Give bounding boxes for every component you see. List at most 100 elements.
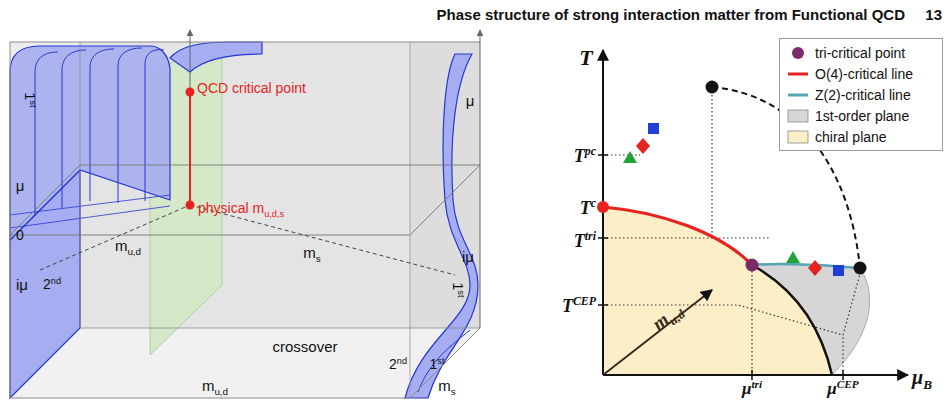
label-superscript: st bbox=[437, 356, 444, 366]
label-base: 2 bbox=[389, 356, 397, 372]
axis-label: mu,d bbox=[115, 238, 141, 257]
legend-line-sample bbox=[788, 72, 808, 75]
tricritical-point bbox=[746, 259, 759, 272]
diamond-marker bbox=[636, 138, 650, 154]
label-subscript: u,d bbox=[214, 386, 228, 397]
label-base: 1 bbox=[22, 93, 38, 101]
guide-dotted bbox=[751, 271, 752, 375]
axis-label: ms bbox=[438, 378, 455, 397]
axis-label: 0 bbox=[16, 228, 24, 242]
axis-tick bbox=[598, 155, 843, 380]
cube-edge bbox=[10, 42, 480, 43]
legend-entry: tri-critical point bbox=[780, 42, 942, 63]
label-base: μ bbox=[827, 379, 836, 398]
label-superscript: CEP bbox=[573, 294, 596, 308]
first-order-plane bbox=[752, 264, 870, 375]
tick-label: μtri bbox=[742, 379, 762, 398]
physical-point bbox=[186, 201, 195, 210]
running-header: Phase structure of strong interaction ma… bbox=[437, 7, 905, 22]
label-subscript: u,d,s bbox=[264, 209, 284, 219]
square-marker bbox=[833, 265, 844, 276]
first-order-line bbox=[752, 265, 832, 375]
surface-line bbox=[10, 206, 170, 228]
label-base: m bbox=[115, 237, 128, 254]
tick-label: TCEP bbox=[562, 296, 596, 315]
label-superscript: nd bbox=[51, 276, 61, 286]
label-base: μ bbox=[742, 379, 751, 398]
critical-line bbox=[189, 92, 191, 205]
legend-text: 1st-order plane bbox=[815, 108, 909, 124]
label-superscript: tri bbox=[585, 229, 596, 243]
tick-label: Tpc bbox=[574, 146, 596, 165]
legend-box: tri-critical pointO(4)-critical lineZ(2)… bbox=[779, 38, 943, 151]
label-superscript: st bbox=[456, 290, 466, 297]
legend-text: O(4)-critical line bbox=[815, 66, 913, 82]
surface-slice bbox=[35, 52, 58, 216]
critical-end-point bbox=[854, 262, 867, 275]
tick-label: Tc bbox=[580, 198, 596, 217]
legend-text: Z(2)-critical line bbox=[815, 87, 911, 103]
legend-color-swatch bbox=[788, 110, 808, 122]
mu-axis bbox=[480, 30, 481, 328]
mass-guide-line bbox=[40, 205, 190, 270]
label-base: T bbox=[580, 198, 591, 218]
axis-label: μB bbox=[912, 367, 932, 391]
legend-text: chiral plane bbox=[815, 129, 887, 145]
cube-edge bbox=[410, 42, 411, 398]
label-subscript: s bbox=[316, 253, 321, 264]
label-base: m bbox=[438, 377, 451, 394]
mu-axis bbox=[190, 30, 191, 92]
chemical-potential-axis bbox=[603, 374, 908, 376]
diamond-marker bbox=[808, 260, 822, 276]
tick-label: Ttri bbox=[574, 231, 596, 250]
label-base: 2 bbox=[43, 276, 51, 292]
legend-entry: 1st-order plane bbox=[780, 105, 942, 126]
label-base: T bbox=[574, 231, 585, 251]
critical-point bbox=[186, 88, 195, 97]
legend-entry: Z(2)-critical line bbox=[780, 84, 942, 105]
critical-temperature-point bbox=[597, 201, 609, 213]
zero-mu-plane bbox=[10, 165, 480, 235]
label-subscript: s bbox=[451, 386, 456, 397]
label-subscript: B bbox=[923, 377, 932, 392]
triangle-marker bbox=[623, 151, 637, 163]
triangle-marker bbox=[786, 251, 800, 263]
axis-label: μ bbox=[466, 93, 475, 108]
phase-label: 1st bbox=[23, 93, 38, 108]
legend-swatch bbox=[786, 129, 810, 145]
phase-label: 1st bbox=[451, 283, 466, 298]
surface-line bbox=[10, 195, 170, 215]
legend-swatch bbox=[786, 66, 810, 82]
legend-entry: chiral plane bbox=[780, 126, 942, 147]
label-base: 1 bbox=[450, 283, 466, 291]
legend-color-swatch bbox=[788, 131, 808, 143]
legend-line-sample bbox=[788, 93, 808, 96]
surface-slice bbox=[118, 48, 142, 203]
legend-entry: O(4)-critical line bbox=[780, 63, 942, 84]
legend-text: tri-critical point bbox=[815, 45, 905, 61]
guide-dotted bbox=[603, 154, 640, 155]
label-base: μ bbox=[912, 366, 923, 388]
axis-label: mu,d bbox=[202, 378, 228, 397]
cube-edge bbox=[80, 42, 480, 328]
label-base: T bbox=[562, 296, 573, 316]
legend-point-sample bbox=[792, 47, 804, 59]
label-superscript: c bbox=[591, 196, 596, 210]
guide-dotted bbox=[603, 305, 843, 335]
phase-label: 2nd bbox=[389, 357, 407, 372]
label-base: T bbox=[574, 146, 585, 166]
legend-swatch bbox=[786, 45, 810, 61]
label-base: 1 bbox=[430, 356, 438, 372]
label-superscript: tri bbox=[751, 378, 762, 390]
mass-axis bbox=[603, 290, 712, 375]
label-superscript: st bbox=[28, 100, 38, 107]
axis-label: iμ bbox=[462, 249, 474, 264]
o4-critical-line bbox=[603, 207, 752, 265]
label-base: m bbox=[202, 377, 215, 394]
strange-first-order-band bbox=[405, 54, 478, 398]
label-superscript: nd bbox=[397, 356, 407, 366]
surface-slice bbox=[90, 49, 114, 201]
label-base: m bbox=[303, 244, 316, 261]
guide-dotted bbox=[603, 237, 770, 238]
